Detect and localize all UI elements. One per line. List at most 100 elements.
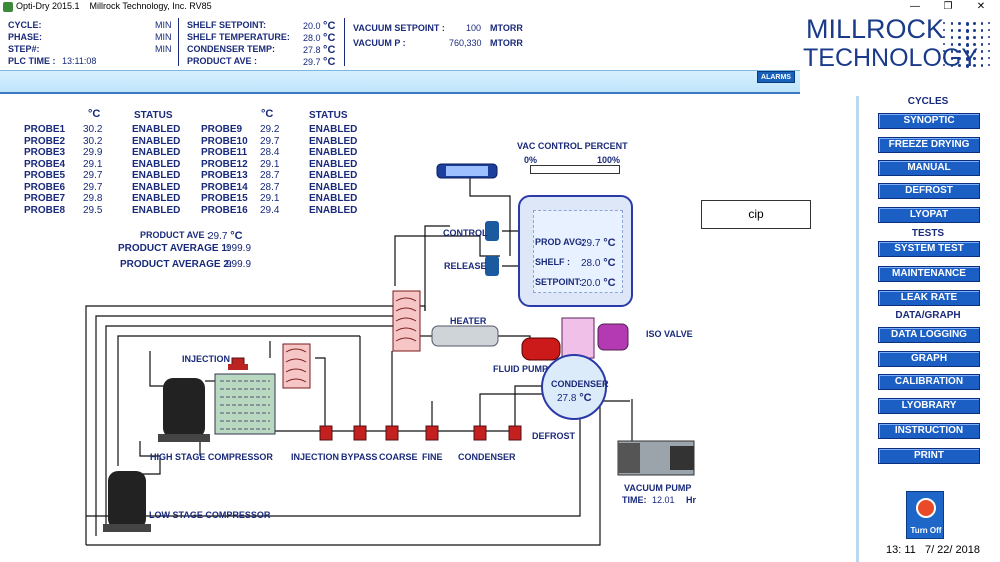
product-ave-label-2: PRODUCT AVE : (140, 230, 211, 240)
nav-freeze-drying-button[interactable]: FREEZE DRYING (878, 137, 980, 153)
logo-dot (973, 22, 977, 26)
nav-maintenance-button[interactable]: MAINTENANCE (878, 266, 980, 282)
close-icon[interactable]: ✕ (976, 1, 986, 12)
release-label: RELEASE (444, 261, 487, 271)
probe-name: PROBE15 (201, 193, 248, 204)
maximize-icon[interactable]: ❐ (943, 1, 953, 12)
logo-dots-icon (943, 22, 997, 72)
logo-dot (980, 22, 984, 25)
vac-control-max: 100% (597, 155, 621, 165)
condenser-label: CONDENSER (551, 379, 609, 389)
logo-dot (943, 43, 945, 45)
app-icon (3, 2, 13, 12)
nav-manual-button[interactable]: MANUAL (878, 160, 980, 176)
probe-name: PROBE14 (201, 181, 248, 193)
alarm-bar (0, 70, 800, 94)
prod-avg-label: PROD AVG: (535, 237, 586, 247)
product-average-1-label: PRODUCT AVERAGE 1: (118, 243, 231, 254)
probe-temp: 29.1 (260, 193, 280, 204)
logo-dot (958, 36, 962, 40)
logo-dot (943, 36, 945, 38)
probe-temp: 29.7 (260, 135, 280, 147)
nav-lyopat-button[interactable]: LYOPAT (878, 207, 980, 223)
logo-dot (958, 22, 962, 26)
logo-dot (965, 22, 970, 26)
shelf-setpoint-label: SHELF SETPOINT: (187, 20, 267, 30)
cip-display[interactable]: cip (701, 200, 811, 229)
plc-time-label: PLC TIME : (8, 56, 56, 66)
nav-lyobrary-button[interactable]: LYOBRARY (878, 398, 980, 414)
nav-leak-rate-button[interactable]: LEAK RATE (878, 290, 980, 306)
logo-dot (950, 50, 954, 53)
valve-fine-label: FINE (422, 452, 443, 462)
probe-status: ENABLED (132, 181, 181, 193)
heater-label: HEATER (450, 316, 487, 326)
logo-dot (965, 43, 970, 47)
minimize-icon[interactable]: — (910, 1, 920, 12)
probe-name: PROBE1 (24, 124, 66, 135)
probe-temp: 28.7 (260, 181, 280, 193)
turn-off-button[interactable]: Turn Off (906, 491, 944, 539)
vacuum-pump-label: VACUUM PUMP (624, 483, 692, 493)
turn-off-label: Turn Off (910, 526, 942, 535)
logo-dot (980, 36, 984, 39)
probe-unit-header-right: °C (261, 108, 274, 120)
header-divider-2 (344, 18, 345, 66)
vacuum-pump-time-unit: Hr (686, 495, 697, 505)
vac-control-bar (530, 165, 620, 174)
probe-name: PROBE8 (24, 204, 66, 216)
logo-dot (980, 50, 984, 53)
valve-coarse-label: COARSE (379, 452, 418, 462)
vacuum-setpoint-unit: MTORR (490, 23, 523, 33)
nav-print-button[interactable]: PRINT (878, 448, 980, 464)
probe-temp: 28.4 (260, 147, 280, 158)
phase-label: PHASE: (8, 32, 43, 42)
logo-technology: TECHNOLOGY (803, 44, 979, 72)
probe-status: ENABLED (132, 147, 181, 158)
logo-dot (950, 29, 954, 32)
probe-name: PROBE4 (24, 158, 66, 170)
iso-valve-label: ISO VALVE (646, 329, 693, 339)
nav-defrost-button[interactable]: DEFROST (878, 183, 980, 199)
nav-graph-button[interactable]: GRAPH (878, 351, 980, 367)
vacuum-setpoint-label: VACUUM SETPOINT : (353, 23, 445, 33)
vacuum-pump-time-label: TIME: (622, 495, 647, 505)
probe-temp: 29.7 (83, 170, 103, 181)
probe-status: ENABLED (309, 204, 358, 216)
logo-dot (988, 50, 990, 52)
fluid-pump-label: FLUID PUMP (493, 364, 548, 374)
nav-synoptic-button[interactable]: SYNOPTIC (878, 113, 980, 129)
logo-dot (988, 43, 990, 45)
nav-system-test-button[interactable]: SYSTEM TEST (878, 241, 980, 257)
probe-name: PROBE6 (24, 181, 66, 193)
phase-unit: MIN (155, 32, 172, 42)
tests-header: TESTS (911, 228, 945, 239)
probe-temp: 29.2 (260, 124, 280, 135)
probe-temp: 30.2 (83, 124, 103, 135)
probe-temp: 29.5 (83, 204, 103, 216)
probe-temp: 29.4 (260, 204, 280, 216)
vac-control-label: VAC CONTROL PERCENT (517, 141, 628, 151)
product-average-1-value: 999.9 (226, 243, 252, 254)
probe-status: ENABLED (309, 124, 358, 135)
logo-dot (973, 36, 977, 40)
logo-dot (980, 29, 984, 32)
low-stage-compressor-label: LOW STAGE COMPRESSOR (149, 510, 271, 520)
condenser-temp-label: CONDENSER TEMP: (187, 44, 276, 54)
alarms-button[interactable]: ALARMS (757, 71, 795, 83)
chamber-readouts (533, 210, 623, 293)
probe-status: ENABLED (309, 181, 358, 193)
nav-calibration-button[interactable]: CALIBRATION (878, 374, 980, 390)
logo-dot (950, 43, 954, 46)
nav-instruction-button[interactable]: INSTRUCTION (878, 423, 980, 439)
logo-dot (958, 43, 962, 47)
nav-data-logging-button[interactable]: DATA LOGGING (878, 327, 980, 343)
logo-dot (958, 64, 962, 68)
cycles-header: CYCLES (907, 96, 949, 107)
shelf-label: SHELF : (535, 257, 570, 267)
logo-dot (950, 57, 954, 60)
probe-name: PROBE12 (201, 158, 248, 170)
title-bar: Opti-Dry 2015.1 Millrock Technology, Inc… (0, 0, 1000, 14)
data-graph-header: DATA/GRAPH (895, 310, 961, 321)
logo-dot (943, 29, 945, 31)
